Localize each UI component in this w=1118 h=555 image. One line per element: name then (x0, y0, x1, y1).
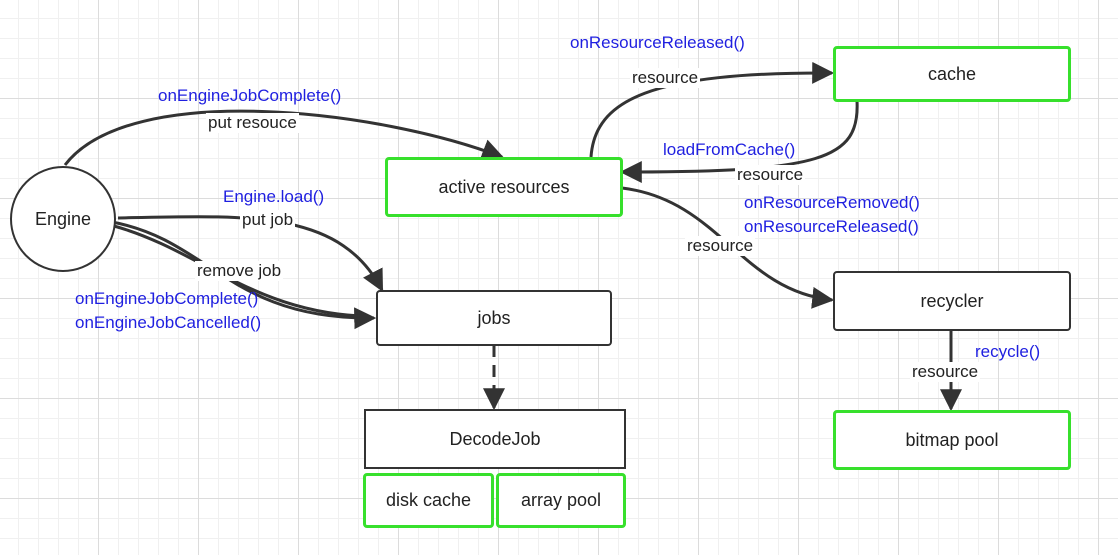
bitmap-pool-label: bitmap pool (905, 429, 999, 450)
callback-load-from-cache: loadFromCache() (663, 140, 796, 159)
bitmap-pool-node[interactable]: bitmap pool (833, 410, 1071, 470)
edge-active-to-cache (589, 61, 835, 158)
callback-on-resource-released-mid: onResourceReleased() (744, 217, 919, 236)
edge-label-remove-job: remove job (195, 261, 284, 281)
cache-node[interactable]: cache (833, 46, 1071, 102)
disk-cache-label: disk cache (385, 490, 472, 510)
engine-node[interactable]: Engine (10, 166, 116, 272)
edge-cache-to-active (619, 100, 859, 183)
recycler-node[interactable]: recycler (833, 271, 1071, 331)
edge-engine-to-active-resources (63, 109, 505, 166)
decodejob-label: DecodeJob (449, 428, 541, 449)
callback-on-engine-job-complete-top: onEngineJobComplete() (158, 86, 342, 105)
edge-label-put-job: put job (240, 210, 296, 230)
cache-label: cache (927, 63, 977, 84)
callback-engine-load: Engine.load() (223, 187, 325, 206)
callback-on-engine-job-complete-left: onEngineJobComplete() (75, 289, 259, 308)
edge-label-put-resouce: put resouce (206, 113, 299, 133)
array-pool-label: array pool (520, 490, 602, 510)
jobs-label: jobs (477, 307, 511, 328)
callback-recycle: recycle() (975, 342, 1041, 361)
array-pool-node[interactable]: array pool (496, 473, 626, 528)
active-resources-label: active resources (438, 176, 570, 197)
edge-label-resource-to-recycler: resource (685, 236, 756, 256)
edge-label-resource-to-bitmap: resource (910, 362, 981, 382)
edge-label-resource-from-cache: resource (735, 165, 806, 185)
decodejob-node[interactable]: DecodeJob (364, 409, 626, 469)
engine-label: Engine (34, 208, 92, 229)
edge-label-resource-to-cache: resource (630, 68, 701, 88)
disk-cache-node[interactable]: disk cache (363, 473, 494, 528)
callback-on-resource-removed: onResourceRemoved() (744, 193, 920, 212)
jobs-node[interactable]: jobs (376, 290, 612, 346)
recycler-label: recycler (920, 290, 984, 311)
callback-on-resource-released-top: onResourceReleased() (570, 33, 745, 52)
active-resources-node[interactable]: active resources (385, 157, 623, 217)
callback-on-engine-job-cancelled: onEngineJobCancelled() (75, 313, 262, 332)
